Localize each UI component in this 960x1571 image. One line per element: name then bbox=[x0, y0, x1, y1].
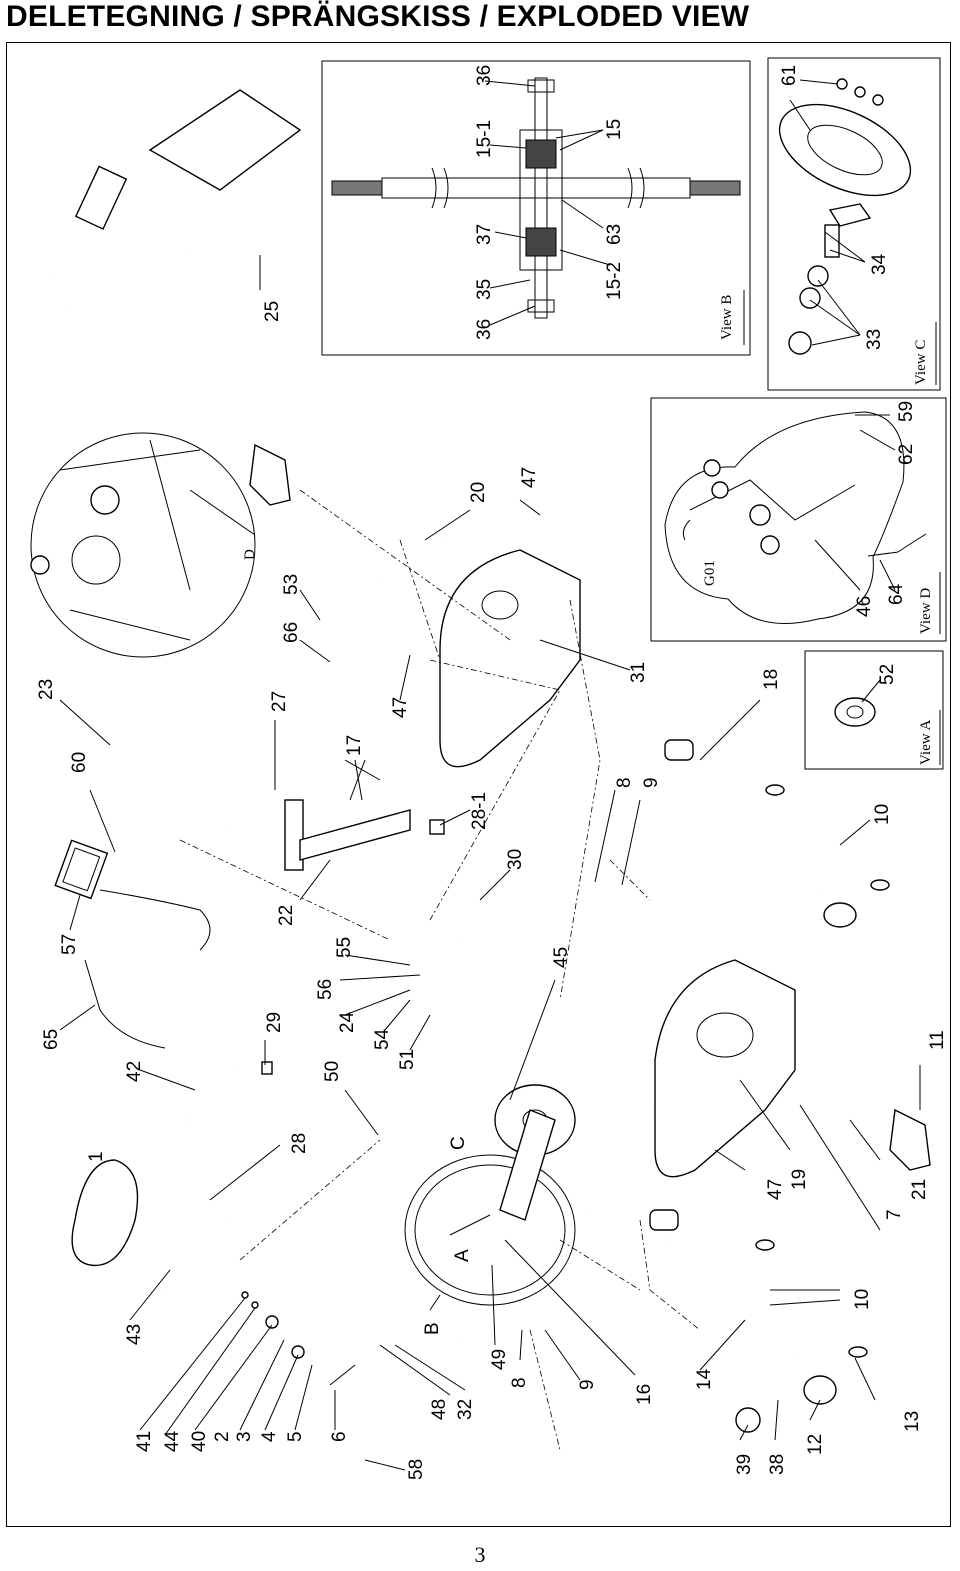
callout-10-bottom: 10 bbox=[852, 1289, 873, 1310]
callout-56: 56 bbox=[315, 979, 336, 1000]
callout-46: 46 bbox=[854, 596, 875, 617]
callout-C: C bbox=[448, 1136, 469, 1150]
callout-2: 2 bbox=[212, 1431, 233, 1442]
callout-38: 38 bbox=[767, 1454, 788, 1475]
callout-50: 50 bbox=[322, 1061, 343, 1082]
callout-49: 49 bbox=[489, 1349, 510, 1370]
callout-31: 31 bbox=[628, 662, 649, 683]
callout-8-bottom: 8 bbox=[509, 1377, 530, 1388]
bike-frame-drawing bbox=[38, 89, 931, 1498]
callout-66: 66 bbox=[281, 622, 302, 643]
callout-47-mid: 47 bbox=[390, 697, 411, 718]
callout-20: 20 bbox=[468, 482, 489, 503]
callout-7: 7 bbox=[884, 1209, 905, 1220]
view-b-inset: View B bbox=[321, 60, 751, 356]
callout-28-1: 28-1 bbox=[469, 792, 490, 830]
callout-15: 15 bbox=[604, 119, 625, 140]
callout-5: 5 bbox=[285, 1431, 306, 1442]
leader-lines bbox=[59, 79, 921, 1471]
view-d-label: View D bbox=[918, 588, 934, 634]
detail-d-label: D bbox=[242, 549, 258, 560]
callout-15-1: 15-1 bbox=[474, 120, 495, 158]
callout-40: 40 bbox=[189, 1431, 210, 1452]
callout-43: 43 bbox=[124, 1324, 145, 1345]
callout-14: 14 bbox=[694, 1368, 715, 1390]
view-c-label: View C bbox=[913, 340, 929, 385]
drawing-frame bbox=[6, 42, 951, 1527]
callout-19: 19 bbox=[789, 1169, 810, 1190]
callout-59: 59 bbox=[896, 401, 917, 422]
callout-44: 44 bbox=[162, 1430, 183, 1452]
callout-13: 13 bbox=[902, 1411, 923, 1432]
callout-48: 48 bbox=[429, 1399, 450, 1420]
callout-33: 33 bbox=[864, 329, 885, 350]
callout-34: 34 bbox=[869, 253, 890, 275]
detail-circle-d: D bbox=[30, 432, 258, 658]
callout-4: 4 bbox=[259, 1431, 280, 1442]
callout-61: 61 bbox=[779, 65, 800, 86]
callout-1: 1 bbox=[86, 1151, 107, 1162]
callout-47-bottom: 47 bbox=[765, 1179, 786, 1200]
callout-52: 52 bbox=[877, 664, 898, 685]
callout-9-bottom: 9 bbox=[577, 1379, 598, 1390]
page-title: DELETEGNING / SPRÄNGSKISS / EXPLODED VIE… bbox=[6, 0, 750, 33]
callout-45: 45 bbox=[551, 947, 572, 968]
callout-16: 16 bbox=[634, 1384, 655, 1405]
callout-62: 62 bbox=[896, 444, 917, 465]
callout-29: 29 bbox=[264, 1012, 285, 1033]
callout-18: 18 bbox=[761, 669, 782, 690]
view-a-inset: View A bbox=[804, 650, 944, 770]
callout-64: 64 bbox=[886, 583, 907, 605]
callout-21: 21 bbox=[909, 1179, 930, 1200]
callout-12: 12 bbox=[805, 1434, 826, 1455]
callout-8-top: 8 bbox=[614, 777, 635, 788]
callout-36-top: 36 bbox=[474, 65, 495, 86]
callout-24: 24 bbox=[337, 1011, 358, 1033]
callout-23: 23 bbox=[36, 679, 57, 700]
callout-36-bottom: 36 bbox=[474, 319, 495, 340]
callout-54: 54 bbox=[372, 1028, 393, 1050]
callout-60: 60 bbox=[69, 752, 90, 773]
callout-47-top: 47 bbox=[519, 467, 540, 488]
callout-63: 63 bbox=[604, 224, 625, 245]
callout-55: 55 bbox=[334, 937, 355, 958]
callout-6: 6 bbox=[329, 1431, 350, 1442]
callout-58: 58 bbox=[406, 1459, 427, 1480]
callout-42: 42 bbox=[124, 1061, 145, 1082]
callout-17: 17 bbox=[344, 735, 365, 756]
callout-10-top: 10 bbox=[872, 804, 893, 825]
callout-A: A bbox=[452, 1249, 473, 1262]
callout-11: 11 bbox=[927, 1030, 948, 1050]
callout-57: 57 bbox=[59, 934, 80, 955]
view-d-inset: G01 View D bbox=[650, 397, 947, 642]
view-c-inset: View C bbox=[767, 57, 941, 391]
callout-51: 51 bbox=[397, 1049, 418, 1070]
callout-28: 28 bbox=[289, 1133, 310, 1154]
callout-27: 27 bbox=[269, 691, 290, 712]
view-d-g01-label: G01 bbox=[702, 560, 718, 586]
page-number: 3 bbox=[474, 1542, 486, 1567]
callout-22: 22 bbox=[276, 905, 297, 926]
callout-3: 3 bbox=[234, 1431, 255, 1442]
callout-41: 41 bbox=[134, 1431, 155, 1452]
callout-15-2: 15-2 bbox=[604, 262, 625, 300]
callout-32: 32 bbox=[455, 1399, 476, 1420]
callout-B: B bbox=[422, 1322, 443, 1335]
callout-30: 30 bbox=[505, 849, 526, 870]
callout-9-top: 9 bbox=[641, 777, 662, 788]
view-b-label: View B bbox=[719, 295, 735, 340]
callout-39: 39 bbox=[734, 1454, 755, 1475]
callout-65: 65 bbox=[41, 1029, 62, 1050]
callout-25: 25 bbox=[262, 301, 283, 322]
callout-labels: 36 15-1 15 63 37 15-2 35 36 61 34 33 59 … bbox=[36, 65, 948, 1480]
callout-35: 35 bbox=[474, 279, 495, 300]
callout-53: 53 bbox=[281, 574, 302, 595]
view-a-label: View A bbox=[918, 719, 934, 765]
callout-37: 37 bbox=[474, 224, 495, 245]
